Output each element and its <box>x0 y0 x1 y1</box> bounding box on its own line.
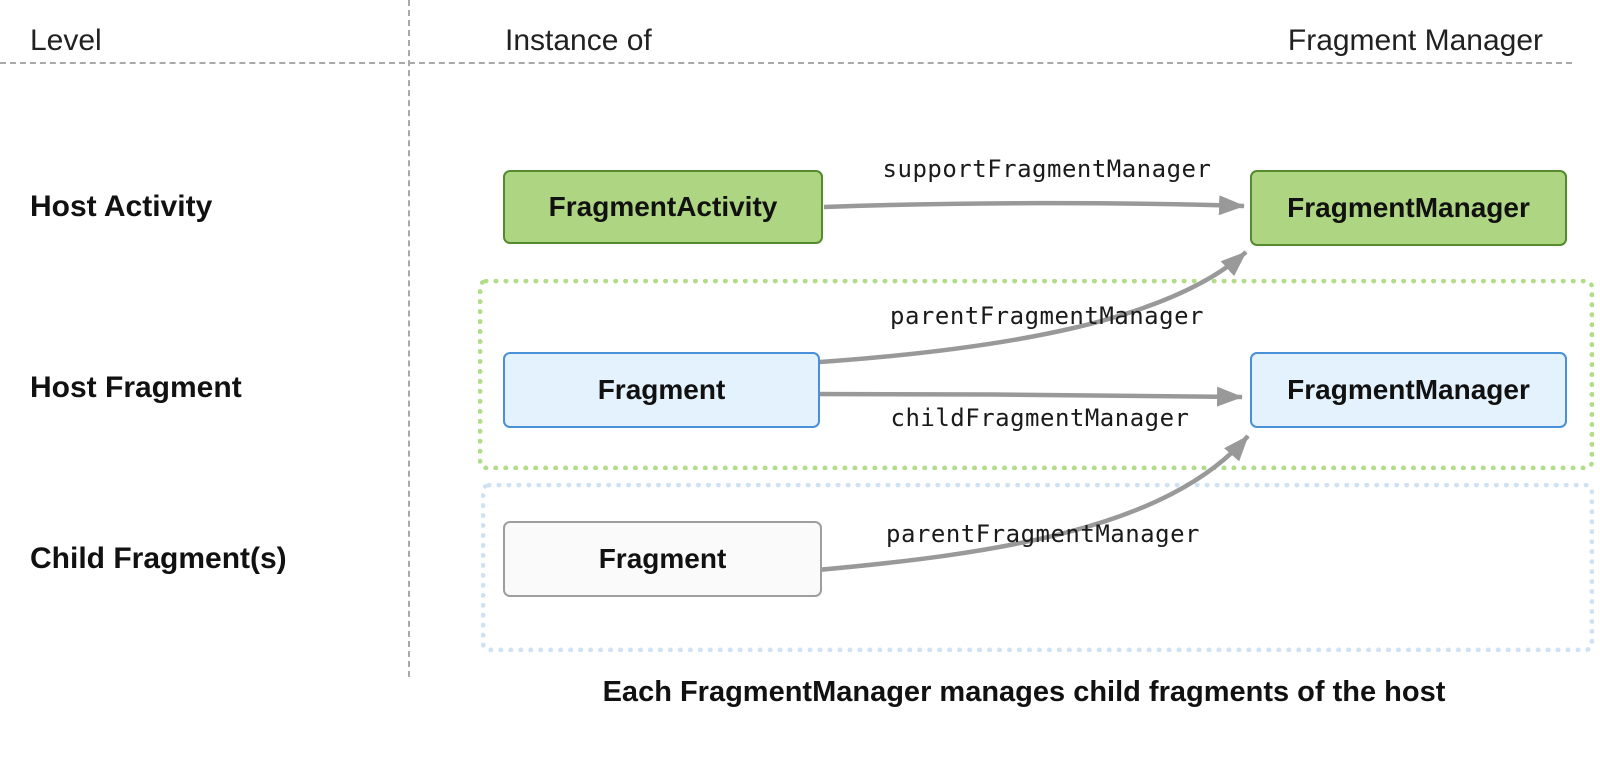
row-label-host-fragment: Host Fragment <box>30 371 242 404</box>
header-instance-of: Instance of <box>505 24 652 57</box>
header-divider-line <box>0 62 1572 64</box>
row-label-child-fragments: Child Fragment(s) <box>30 542 287 575</box>
node-fragment-manager-activity: FragmentManager <box>1250 170 1567 246</box>
header-level: Level <box>30 24 102 57</box>
label-parent-fragment-manager-child: parentFragmentManager <box>886 520 1200 548</box>
node-fragment-host: Fragment <box>503 352 820 428</box>
arrow-support-fragment-manager <box>823 195 1245 216</box>
label-child-fragment-manager: childFragmentManager <box>890 404 1190 432</box>
node-fragment-manager-host: FragmentManager <box>1250 352 1567 428</box>
label-parent-fragment-manager-host: parentFragmentManager <box>890 302 1204 330</box>
node-fragment-activity: FragmentActivity <box>503 170 823 244</box>
label-support-fragment-manager: supportFragmentManager <box>882 155 1212 183</box>
header-fragment-manager: Fragment Manager <box>1287 24 1543 57</box>
node-fragment-child: Fragment <box>503 521 822 597</box>
level-column-divider-line <box>408 0 410 677</box>
diagram-caption: Each FragmentManager manages child fragm… <box>602 676 1446 708</box>
row-label-host-activity: Host Activity <box>30 190 213 223</box>
